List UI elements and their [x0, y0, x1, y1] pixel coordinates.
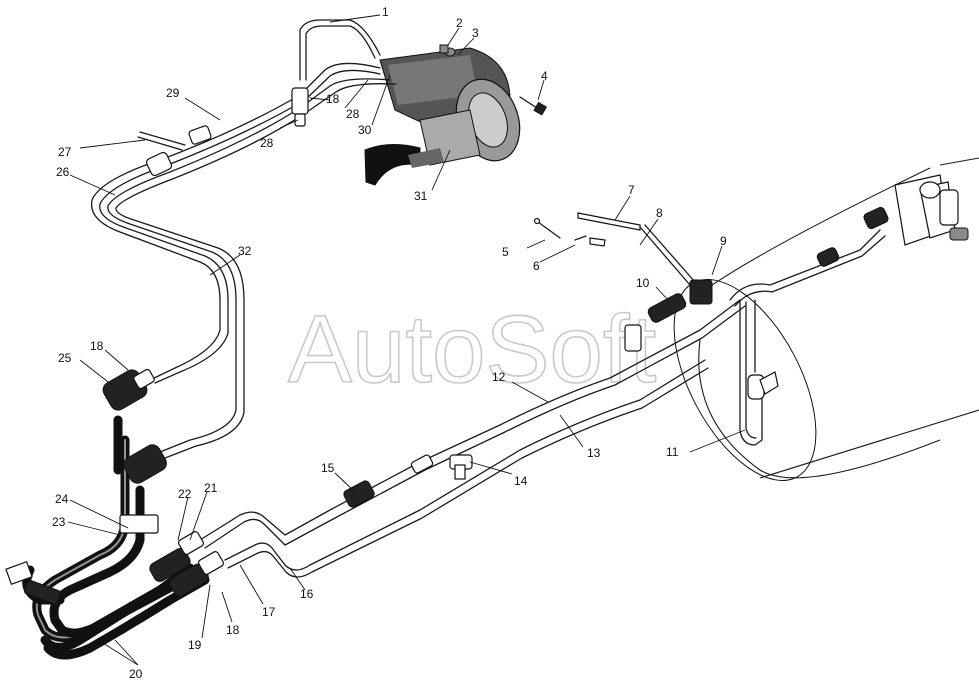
callout-5: 5 — [502, 245, 509, 259]
callout-4: 4 — [541, 69, 548, 83]
callout-22: 22 — [178, 487, 192, 501]
callout-13: 13 — [587, 446, 601, 460]
callout-15: 15 — [321, 461, 335, 475]
callout-18-bottom: 18 — [226, 623, 240, 637]
callout-20: 20 — [129, 667, 143, 681]
pipe-fittings — [137, 87, 840, 508]
callout-18-top: 18 — [326, 92, 340, 106]
callout-6: 6 — [533, 259, 540, 273]
leader-lines — [67, 14, 746, 666]
clamp-parts — [533, 212, 696, 286]
callout-labels: 1 2 3 4 5 6 7 8 9 10 11 12 13 14 15 16 1… — [52, 5, 727, 681]
callout-24: 24 — [55, 492, 69, 506]
callout-16: 16 — [300, 587, 314, 601]
callout-17: 17 — [262, 605, 276, 619]
callout-21: 21 — [204, 481, 218, 495]
callout-8: 8 — [656, 206, 663, 220]
callout-29: 29 — [166, 86, 180, 100]
callout-1: 1 — [382, 5, 389, 19]
callout-12: 12 — [492, 370, 506, 384]
callout-2: 2 — [456, 16, 463, 30]
callout-32: 32 — [238, 244, 252, 258]
flexible-hoses — [22, 415, 210, 660]
callout-18-left: 18 — [90, 339, 104, 353]
callout-9: 9 — [720, 234, 727, 248]
callout-26: 26 — [56, 165, 70, 179]
callout-7: 7 — [628, 183, 635, 197]
callout-27: 27 — [58, 145, 72, 159]
callout-19: 19 — [188, 638, 202, 652]
callout-31: 31 — [414, 189, 428, 203]
callout-11: 11 — [666, 445, 679, 459]
callout-14: 14 — [514, 474, 528, 488]
bolt — [519, 96, 548, 116]
callout-23: 23 — [52, 515, 66, 529]
callout-28-left: 28 — [260, 136, 274, 150]
callout-10: 10 — [636, 276, 650, 290]
hose-fittings — [5, 368, 225, 605]
callout-3: 3 — [472, 26, 479, 40]
brake-chamber — [673, 157, 979, 488]
watermark: AutoSoft — [288, 296, 656, 403]
callout-30: 30 — [358, 123, 372, 137]
callout-25: 25 — [58, 351, 72, 365]
brake-valve — [364, 44, 521, 186]
callout-28-top: 28 — [346, 107, 360, 121]
